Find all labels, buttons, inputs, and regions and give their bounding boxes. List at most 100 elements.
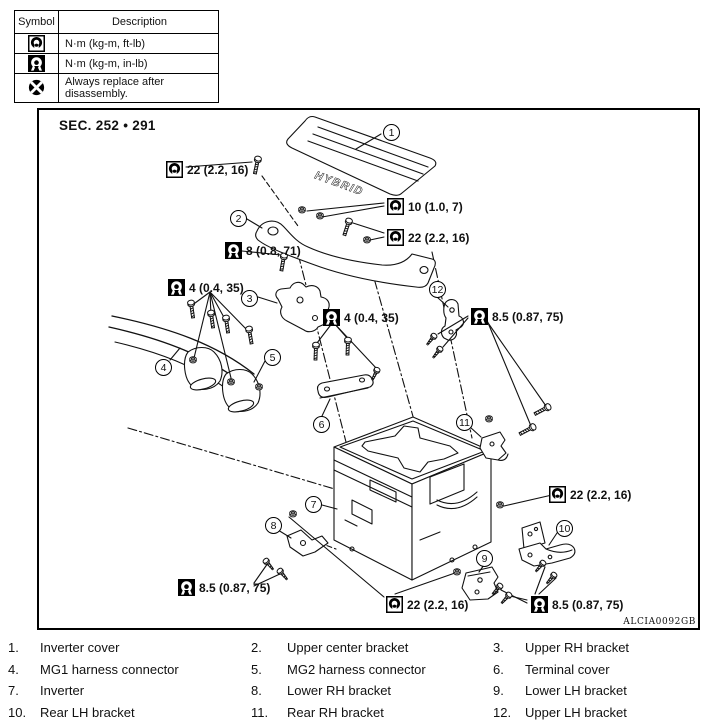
torque-ftlb-icon <box>28 34 45 52</box>
torque-inlb-icon <box>531 596 548 613</box>
part-number: 8. <box>251 683 262 699</box>
torque-text: 22 (2.2, 16) <box>570 487 632 502</box>
parts-list: 1. Inverter cover 2. Upper center bracke… <box>8 637 710 723</box>
part-number: 10. <box>8 704 27 720</box>
part-label: Inverter cover <box>40 640 120 656</box>
symbol-legend-table: Symbol Description N·m (kg-m, ft-lb) <box>14 10 219 103</box>
legend-row-inlb: N·m (kg-m, in-lb) <box>14 53 219 74</box>
center-lines <box>127 237 473 491</box>
torque-label-10: 10 (1.0, 7) <box>387 198 463 215</box>
part-number: 5. <box>251 661 262 677</box>
torque-ftlb-icon <box>549 486 566 503</box>
figure-code: ALCIA0092GB <box>623 617 696 627</box>
callout-1: 1 <box>383 124 400 141</box>
part-label: Lower RH bracket <box>287 683 392 699</box>
exploded-view-diagram: SEC. 252 • 291 <box>37 108 700 630</box>
part-label: Upper center bracket <box>287 640 409 656</box>
part-number: 7. <box>8 683 19 699</box>
part-number: 6. <box>493 661 504 677</box>
lower-rh-bracket-art <box>253 529 329 587</box>
torque-text: 8.5 (0.87, 75) <box>552 597 624 612</box>
inverter-art <box>321 416 492 581</box>
lower-lh-bracket-art <box>461 564 499 601</box>
legend-row-replace: Always replace after disassembly. <box>14 73 219 103</box>
exploded-view-art: HYBRID <box>108 115 576 606</box>
torque-label-22-upper-right: 22 (2.2, 16) <box>387 229 469 246</box>
part-label: Terminal cover <box>525 661 610 677</box>
callout-3: 3 <box>241 290 258 307</box>
bottom-label-leaders <box>185 161 557 604</box>
torque-text: 22 (2.2, 16) <box>408 230 470 245</box>
torque-text: 8.5 (0.87, 75) <box>199 580 271 595</box>
legend-row-ftlb: N·m (kg-m, ft-lb) <box>14 33 219 54</box>
section-label: SEC. 252 • 291 <box>59 118 156 133</box>
part-number: 9. <box>493 683 504 699</box>
legend-header-description: Description <box>58 10 219 34</box>
upper-85-fan-leaders <box>437 315 547 427</box>
torque-text: 22 (2.2, 16) <box>187 162 249 177</box>
torque-text: 22 (2.2, 16) <box>407 597 469 612</box>
torque-text: 10 (1.0, 7) <box>408 199 463 214</box>
upper-lh-bracket-art <box>436 296 464 341</box>
torque-label-22-mid-right: 22 (2.2, 16) <box>549 486 631 503</box>
callout-5: 5 <box>264 349 281 366</box>
torque-text: 8 (0.8, 71) <box>246 243 301 258</box>
part-number: 2. <box>251 640 262 656</box>
legend-desc-inlb: N·m (kg-m, in-lb) <box>58 53 219 74</box>
legend-header-row: Symbol Description <box>14 10 219 34</box>
legend-desc-replace: Always replace after disassembly. <box>58 73 219 103</box>
replace-icon <box>28 80 45 96</box>
callout-7: 7 <box>305 496 322 513</box>
torque-label-85-lower-left: 8.5 (0.87, 75) <box>178 579 270 596</box>
callout-12: 12 <box>429 281 446 298</box>
torque-label-4-left: 4 (0.4, 35) <box>168 279 244 296</box>
torque-ftlb-icon <box>387 229 404 246</box>
torque-inlb-icon <box>225 242 242 259</box>
part-number: 3. <box>493 640 504 656</box>
torque-text: 8.5 (0.87, 75) <box>492 309 564 324</box>
inverter-cover-art: HYBRID <box>286 115 437 199</box>
harness-connectors-art <box>108 315 266 413</box>
torque-inlb-icon <box>178 579 195 596</box>
torque-label-4-right: 4 (0.4, 35) <box>323 309 399 326</box>
part-label: Upper RH bracket <box>525 640 630 656</box>
callout-11: 11 <box>456 414 473 431</box>
callout-9: 9 <box>476 550 493 567</box>
torque-inlb-icon <box>168 279 185 296</box>
legend-cell-inlb-icon <box>14 53 59 74</box>
part-label: Rear RH bracket <box>287 704 384 720</box>
rear-rh-bracket-art <box>469 426 509 461</box>
part-number: 4. <box>8 661 19 677</box>
part-label: MG1 harness connector <box>40 661 179 677</box>
legend-header-symbol: Symbol <box>14 10 59 34</box>
rear-lh-bracket-art <box>503 494 576 567</box>
torque-label-22-top-left: 22 (2.2, 16) <box>166 161 248 178</box>
callout-8: 8 <box>265 517 282 534</box>
part-number: 1. <box>8 640 19 656</box>
torque-inlb-icon <box>471 308 488 325</box>
part-label: Upper LH bracket <box>525 704 627 720</box>
part-number: 11. <box>251 704 269 720</box>
part-label: Inverter <box>40 683 85 699</box>
torque-label-85-upper: 8.5 (0.87, 75) <box>471 308 563 325</box>
legend-cell-replace-icon <box>14 73 59 103</box>
legend-desc-ftlb: N·m (kg-m, ft-lb) <box>58 33 219 54</box>
torque-text: 4 (0.4, 35) <box>344 310 399 325</box>
torque-label-22-bottom: 22 (2.2, 16) <box>386 596 468 613</box>
torque-inlb-icon <box>323 309 340 326</box>
part-label: Rear LH bracket <box>40 704 135 720</box>
torque-text: 4 (0.4, 35) <box>189 280 244 295</box>
callout-6: 6 <box>313 416 330 433</box>
upper-rh-bracket-art <box>257 281 331 333</box>
torque-label-8: 8 (0.8, 71) <box>225 242 301 259</box>
part-label: Lower LH bracket <box>525 683 627 699</box>
terminal-cover-art <box>316 321 378 417</box>
torque-inlb-icon <box>28 54 45 72</box>
torque-ftlb-icon <box>166 161 183 178</box>
part-label: MG2 harness connector <box>287 661 426 677</box>
torque-ftlb-icon <box>387 198 404 215</box>
torque-ftlb-icon <box>386 596 403 613</box>
callout-2: 2 <box>230 210 247 227</box>
torque-label-85-lower-right: 8.5 (0.87, 75) <box>531 596 623 613</box>
